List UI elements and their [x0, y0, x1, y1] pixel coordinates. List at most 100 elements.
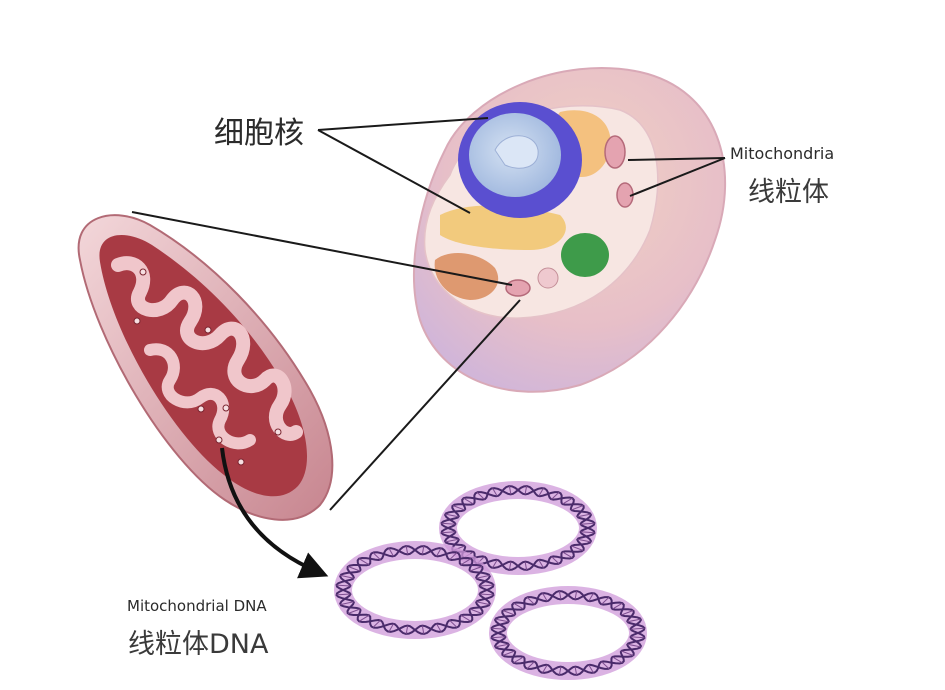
dna-base-pair	[491, 627, 506, 630]
dna-base-pair	[340, 574, 354, 579]
dna-base-pair	[558, 591, 562, 600]
cell-mitochondrion-3	[505, 279, 531, 297]
dna-base-pair	[463, 497, 474, 505]
mtdna-rings	[334, 481, 647, 680]
dna-base-pair	[577, 538, 591, 543]
mtdna-label-en: Mitochondrial DNA	[127, 597, 267, 615]
dna-base-pair	[621, 610, 634, 616]
dna-base-pair	[449, 552, 458, 561]
dna-base-pair	[627, 618, 641, 623]
dna-base-pair	[388, 623, 394, 632]
dna-base-pair	[340, 601, 354, 606]
dna-base-pair	[421, 625, 425, 634]
dna-base-pair	[526, 596, 535, 605]
dna-base-pair	[621, 650, 634, 656]
dna-base-pair	[476, 601, 490, 606]
dna-base-pair	[513, 602, 524, 610]
dna-base-pair	[445, 513, 459, 518]
dna-base-pair	[460, 614, 472, 622]
dna-base-pair	[479, 593, 494, 596]
dna-base-pair	[574, 666, 578, 675]
dna-base-pair	[562, 551, 573, 559]
endoplasmic-reticulum	[440, 205, 566, 250]
dna-base-pair	[601, 596, 610, 605]
dna-base-pair	[551, 556, 560, 565]
zoom-line-bottom	[329, 299, 521, 511]
dna-base-pair	[495, 643, 509, 648]
dna-base-pair	[580, 531, 595, 534]
dna-base-pair	[627, 643, 641, 648]
leader-lines	[131, 117, 726, 511]
dna-base-pair	[538, 487, 544, 497]
dna-base-pair	[502, 610, 515, 616]
dna-base-pair	[601, 661, 610, 670]
dna-base-pair	[436, 623, 442, 632]
dna-base-pair	[388, 548, 394, 557]
dna-base-pair	[336, 584, 351, 587]
dna-base-pair	[405, 625, 409, 634]
nucleus-leader-1	[317, 117, 489, 131]
mtdna-ring-1	[439, 481, 597, 575]
dna-base-pair	[612, 602, 623, 610]
dna-base-pair	[580, 522, 595, 525]
dna-base-pair	[347, 608, 361, 614]
nucleus	[458, 102, 582, 218]
mito-matrix	[99, 234, 308, 497]
dna-base-pair	[358, 558, 370, 566]
dna-base-pair	[441, 531, 456, 534]
dna-strand-2	[490, 590, 646, 676]
dna-base-pair	[436, 548, 442, 557]
zoom-line-top	[131, 211, 513, 286]
cell-mitochondrion-1	[604, 135, 626, 169]
dna-base-pair	[495, 618, 509, 623]
dna-base-pair	[551, 491, 560, 500]
dna-strand-2	[335, 545, 495, 635]
dna-base-pair	[526, 661, 535, 670]
dna-base-pair	[538, 559, 544, 569]
dna-base-pair	[571, 505, 584, 511]
dna-base-pair	[476, 491, 485, 500]
dna-strand-2	[440, 485, 596, 571]
mtdna-ring-3	[489, 586, 647, 680]
mito-cristae-lower	[144, 343, 256, 450]
dna-base-pair	[558, 666, 562, 675]
dna-base-pair	[588, 664, 594, 674]
dna-base-pair	[476, 574, 490, 579]
dna-base-pair	[347, 566, 361, 572]
vesicle	[537, 267, 559, 289]
animal-cell	[413, 67, 727, 393]
dna-base-pair	[574, 591, 578, 600]
mitochondria-label-zh: 线粒体	[748, 177, 829, 208]
dna-base-pair	[445, 538, 459, 543]
dna-base-pair	[479, 584, 494, 587]
dna-base-pair	[449, 619, 458, 628]
dna-base-pair	[513, 656, 524, 664]
dna-base-pair	[358, 614, 370, 622]
dna-base-pair	[405, 546, 409, 555]
dna-base-pair	[562, 497, 573, 505]
mtdna-ring-2	[334, 541, 496, 639]
dna-base-pair	[524, 486, 528, 495]
mtdna-arrow	[220, 447, 329, 579]
mitochondria-label-en: Mitochondria	[730, 144, 835, 163]
dna-base-pair	[421, 546, 425, 555]
dna-base-pair	[460, 558, 472, 566]
dna-base-pair	[524, 561, 528, 570]
dna-base-pair	[508, 486, 512, 495]
dna-base-pair	[542, 592, 548, 602]
mito-leader-1	[627, 157, 726, 161]
dna-base-pair	[492, 559, 498, 569]
green-organelle	[561, 233, 609, 277]
dna-base-pair	[630, 627, 645, 630]
dna-base-pair	[508, 561, 512, 570]
dna-base-pair	[492, 487, 498, 497]
dna-base-pair	[469, 566, 483, 572]
dna-base-pair	[542, 664, 548, 674]
dna-base-pair	[588, 592, 594, 602]
mito-cristae	[111, 256, 303, 441]
dna-base-pair	[502, 650, 515, 656]
nucleus-label: 细胞核	[214, 116, 304, 151]
nucleolus	[494, 135, 539, 169]
dna-base-pair	[469, 608, 483, 614]
